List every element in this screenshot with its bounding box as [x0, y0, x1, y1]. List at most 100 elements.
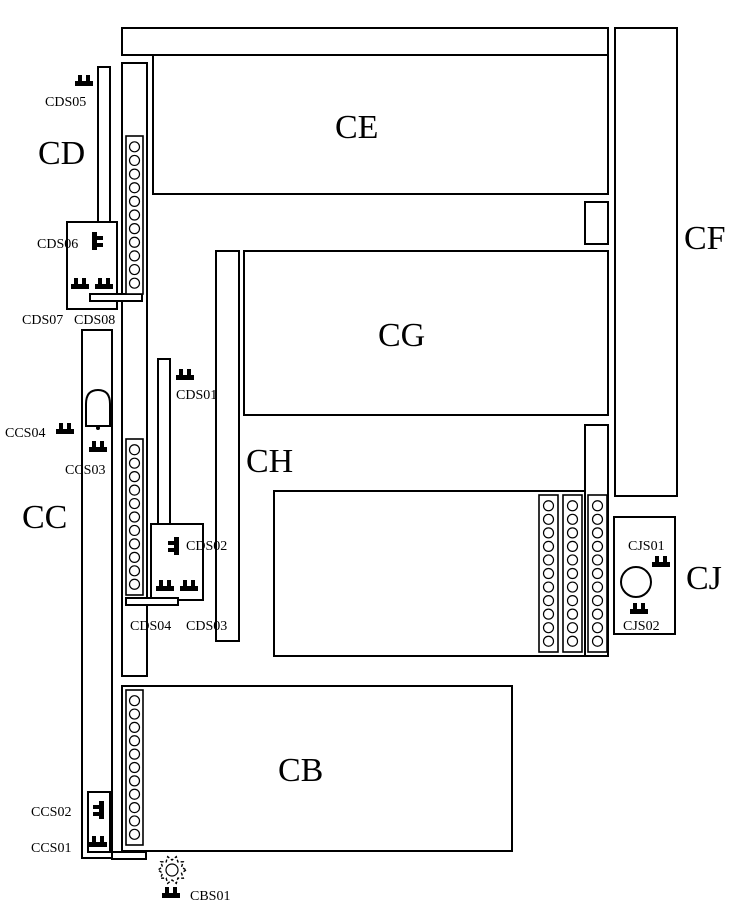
cds02-label: CDS02 [186, 539, 227, 554]
hole [566, 527, 579, 539]
ccs03-capsule-dot [96, 426, 100, 430]
hole-strip-ch [125, 438, 144, 596]
zone-cb [121, 685, 513, 852]
cds06-label: CDS06 [37, 237, 78, 252]
zone-ce-label: CE [335, 109, 378, 146]
hole [542, 527, 555, 539]
zone-ch-label: CH [246, 443, 293, 480]
hole [566, 540, 579, 553]
hole [591, 513, 604, 525]
hole [128, 788, 141, 800]
cds06-icon [92, 232, 103, 250]
hole [591, 608, 604, 620]
zone-cc-label: CC [22, 499, 67, 536]
hole [542, 554, 555, 566]
zone-cg-label: CG [378, 317, 425, 354]
cds05-icon [75, 75, 93, 86]
cbs01-gear-icon [156, 855, 188, 885]
hole [591, 540, 604, 553]
hole [128, 565, 141, 577]
hole [591, 594, 604, 607]
cds03-label: CDS03 [186, 619, 227, 634]
top-bar [121, 27, 609, 56]
hole [591, 622, 604, 634]
hole [128, 511, 141, 523]
zone-cc-bottom-bar [111, 851, 147, 860]
hole [128, 815, 141, 827]
hole [128, 775, 141, 787]
zone-ch-rail [215, 250, 240, 642]
hole [566, 635, 579, 647]
hole [566, 608, 579, 620]
cds07-icon [71, 278, 89, 289]
zone-cd-strip [97, 66, 111, 223]
hole-strip-block-3 [587, 494, 608, 653]
hole [542, 622, 555, 634]
hole-strip-cb [125, 689, 144, 846]
ccs03-icon [89, 441, 107, 452]
cds01-icon [176, 369, 194, 380]
hole [128, 277, 141, 289]
ccs02-icon [93, 801, 104, 819]
hole [128, 801, 141, 814]
hole [542, 608, 555, 620]
cjs02-label: CJS02 [623, 619, 660, 634]
hole [591, 581, 604, 593]
hole [128, 209, 141, 221]
hole [128, 236, 141, 248]
hole [128, 141, 141, 153]
hole [128, 497, 141, 510]
hole-strip-block-1 [538, 494, 559, 653]
hole [128, 748, 141, 760]
hole [128, 471, 141, 483]
zone-cd-bar [89, 293, 143, 302]
hole-strip-ce [125, 135, 144, 295]
hole [566, 554, 579, 566]
cds04-icon [156, 580, 174, 591]
hole [566, 594, 579, 607]
cds05-label: CDS05 [45, 95, 86, 110]
hole [128, 182, 141, 194]
hole [566, 622, 579, 634]
hole [128, 154, 141, 167]
hole [591, 554, 604, 566]
hole [542, 635, 555, 647]
cds01-strip [157, 358, 171, 525]
cds04-bar [125, 597, 179, 606]
hole [542, 581, 555, 593]
zone-cg [243, 250, 609, 416]
hole [128, 828, 141, 840]
hole [128, 444, 141, 456]
zone-ch-block [273, 490, 586, 657]
cj-round-sensor [620, 566, 652, 598]
cjs01-label: CJS01 [628, 539, 665, 554]
hole [128, 195, 141, 207]
hole [566, 500, 579, 512]
ccs02-label: CCS02 [31, 805, 71, 820]
hole [591, 527, 604, 539]
small-block [584, 201, 609, 245]
ccs03-label: CCS03 [65, 463, 105, 478]
hole [128, 721, 141, 734]
cbs01-icon [162, 887, 180, 898]
hole [128, 761, 141, 774]
cbs01-label: CBS01 [190, 889, 230, 904]
zone-ce [152, 54, 609, 195]
cds02-icon [168, 537, 179, 555]
hole [128, 551, 141, 563]
hole [128, 578, 141, 590]
hole [591, 500, 604, 512]
ccs04-icon [56, 423, 74, 434]
ccs04-label: CCS04 [5, 426, 45, 441]
cds08-label: CDS08 [74, 313, 115, 328]
hole [128, 250, 141, 262]
ccs01-label: CCS01 [31, 841, 71, 856]
cjs02-icon [630, 603, 648, 614]
cds04-label: CDS04 [130, 619, 171, 634]
hole [566, 513, 579, 525]
hole [542, 567, 555, 580]
hole [128, 223, 141, 235]
hole [128, 484, 141, 496]
sensor-icons [56, 75, 670, 898]
hole [128, 168, 141, 180]
